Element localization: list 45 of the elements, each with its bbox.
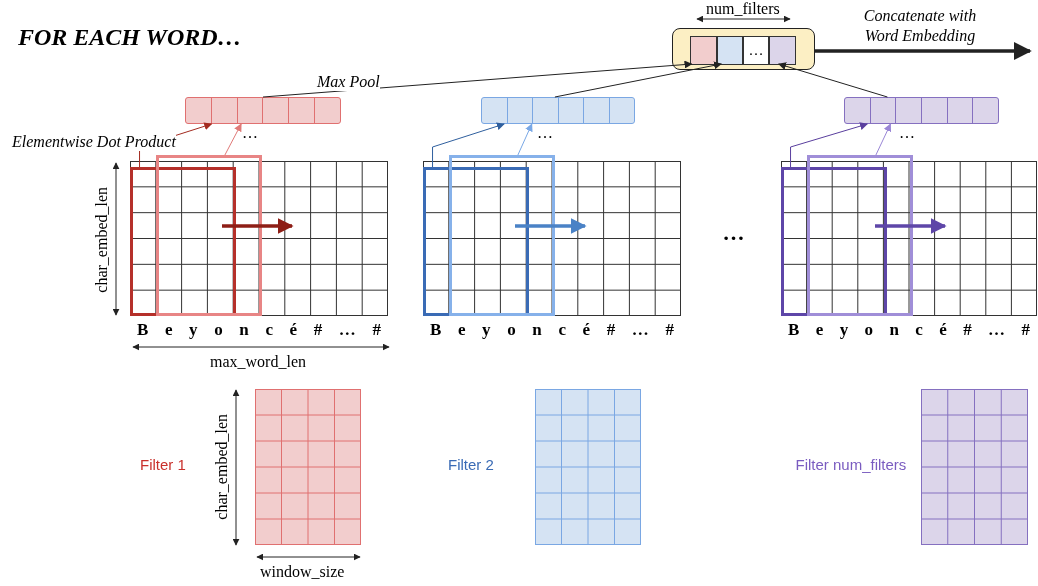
ellipsis-text: … <box>722 221 748 246</box>
dimension-label: max_word_len <box>210 353 306 371</box>
filter-label: Filter num_filters <box>795 456 907 473</box>
ellipsis-text: … <box>537 124 553 142</box>
dimension-label: window_size <box>260 563 345 581</box>
dimension-label: num_filters <box>706 0 780 18</box>
character-labels: B e y o n c é # … # <box>787 320 1031 340</box>
feature-vector <box>481 97 635 124</box>
arrow <box>790 122 868 168</box>
character-labels: B e y o n c é # … # <box>429 320 675 340</box>
filter-grid <box>921 389 1028 545</box>
arrow <box>224 123 242 156</box>
arrow <box>554 61 722 98</box>
filter-window <box>156 155 262 316</box>
output-vector-box <box>672 28 815 70</box>
filter-label: Filter 2 <box>448 456 494 473</box>
edge-label: Elementwise Dot Product <box>12 133 176 151</box>
ellipsis-text: … <box>899 124 915 142</box>
filter-window <box>423 167 529 316</box>
filter-window <box>781 167 887 316</box>
ellipsis-text: … <box>242 124 258 142</box>
ellipsis-text: … <box>747 42 765 59</box>
vector-cell <box>769 36 796 65</box>
filter-window <box>807 155 913 316</box>
filter-label: Filter 1 <box>140 456 186 473</box>
arrow <box>815 42 1032 60</box>
vector-cell <box>743 36 769 65</box>
edge-label: Max Pool <box>317 73 380 91</box>
dimension-label: char_embed_len <box>213 413 231 520</box>
filter-window <box>130 167 236 316</box>
arrow <box>432 122 505 168</box>
character-labels: B e y o n c é # … # <box>136 320 382 340</box>
vector-cell <box>717 36 743 65</box>
feature-vector <box>185 97 341 124</box>
title: FOR EACH WORD… <box>18 24 242 51</box>
filter-grid <box>535 389 641 545</box>
arrow <box>875 123 892 156</box>
dimension-label: char_embed_len <box>93 186 111 293</box>
arrow <box>262 60 693 98</box>
filter-grid <box>255 389 361 545</box>
feature-vector <box>844 97 999 124</box>
arrow <box>778 62 888 98</box>
filter-window <box>449 155 555 316</box>
arrow <box>517 123 533 156</box>
vector-cell <box>690 36 717 65</box>
